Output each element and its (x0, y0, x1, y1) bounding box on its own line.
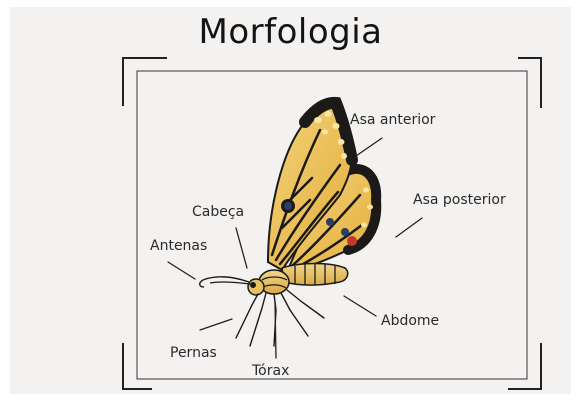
legs-shape (236, 290, 324, 346)
frame-corner-top-right (518, 58, 541, 108)
leader-antenas (168, 262, 195, 279)
frame-corner-top-left (123, 58, 167, 106)
head-shape (248, 279, 264, 295)
label-antenas: Antenas (150, 237, 207, 255)
label-torax: Tórax (252, 362, 289, 380)
label-asa-anterior: Asa anterior (350, 111, 435, 129)
leader-pernas (200, 319, 232, 330)
antennae-shape (203, 277, 249, 282)
leader-abdome (344, 296, 376, 316)
leader-asa-posterior (396, 218, 422, 237)
label-abdome: Abdome (381, 312, 439, 330)
label-cabeca: Cabeça (192, 203, 244, 221)
leader-asa-anterior (356, 138, 382, 156)
frame-corner-bottom-right (508, 343, 541, 389)
label-pernas: Pernas (170, 344, 217, 362)
butterfly-illustration (200, 103, 377, 346)
label-asa-posterior: Asa posterior (413, 191, 506, 209)
leader-cabeca (236, 228, 247, 268)
